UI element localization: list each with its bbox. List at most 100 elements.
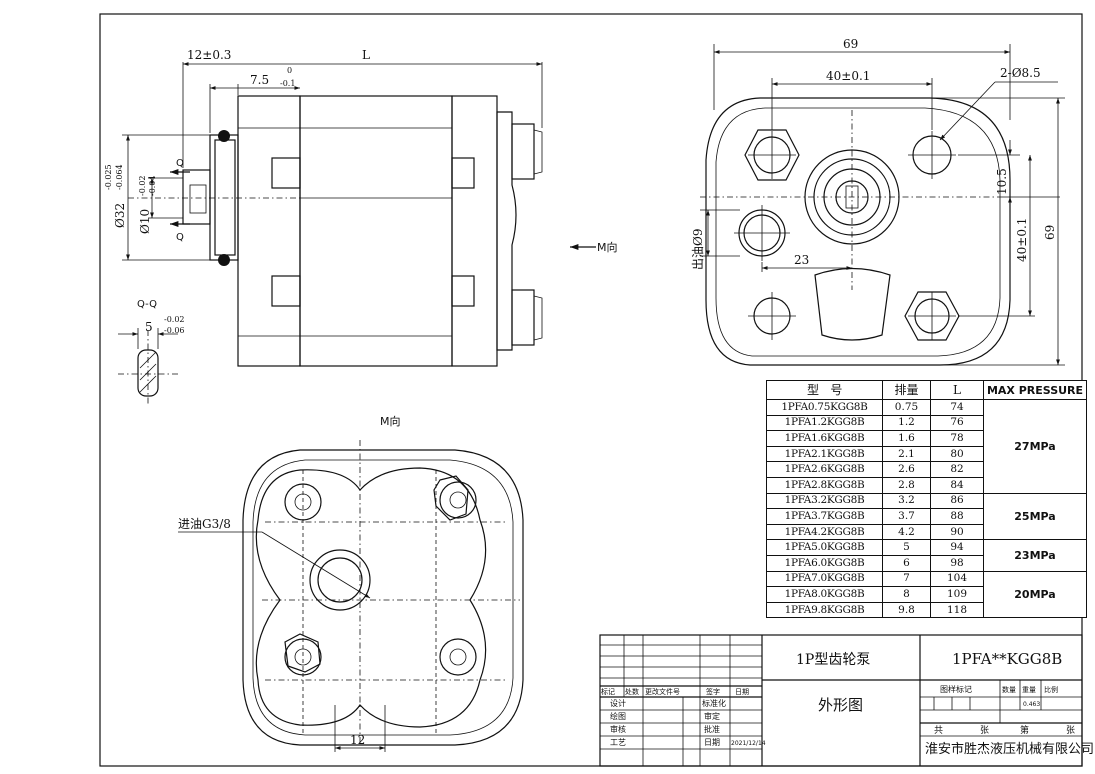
tb-date-value: 2021/12/14 [731, 740, 766, 747]
displacement-cell: 1.2 [882, 414, 931, 432]
length-cell: 90 [930, 523, 984, 541]
section-qq-title: Q-Q [137, 299, 157, 310]
spec-table-header: 型 号 排量 L MAX PRESSURE [766, 380, 1087, 400]
pressure-cell: 25MPa [983, 492, 1087, 541]
dim-offset-label: 10.5 [995, 168, 1009, 195]
o-ring-bottom [218, 254, 230, 266]
rev-header-sign: 签字 [706, 687, 720, 696]
rev-header-mark: 标记 [601, 687, 615, 696]
model-cell: 1PFA3.2KGG8B [766, 492, 883, 510]
displacement-cell: 0.75 [882, 399, 931, 416]
pressure-cell: 23MPa [983, 539, 1087, 572]
tb-check: 审定 [704, 711, 720, 721]
dim-bottom-label: 12 [350, 733, 365, 747]
o-ring-top [218, 130, 230, 142]
length-cell: 86 [930, 492, 984, 510]
displacement-cell: 2.8 [882, 476, 931, 494]
section-mark-top: Q [176, 158, 184, 169]
rev-header-doc: 更改文件号 [645, 687, 680, 696]
displacement-cell: 1.6 [882, 430, 931, 447]
displacement-cell: 2.6 [882, 461, 931, 478]
tb-total-label: 共 [934, 725, 943, 736]
length-cell: 98 [930, 554, 984, 572]
model-cell: 1PFA6.0KGG8B [766, 554, 883, 572]
length-cell: 78 [930, 430, 984, 447]
drawing-name: 外形图 [818, 696, 863, 714]
dim-flange-tol-lower: -0.1 [280, 79, 295, 88]
model-cell: 1PFA2.8KGG8B [766, 476, 883, 494]
pressure-cell: 27MPa [983, 399, 1087, 494]
dim-spigot-tol-lower: -0.064 [115, 164, 124, 190]
model-cell: 1PFA0.75KGG8B [766, 399, 883, 416]
length-cell: 104 [930, 570, 984, 588]
dim-L-label: L [362, 48, 370, 62]
displacement-cell: 8 [882, 586, 931, 603]
dim-shaft-tol-upper: -0.02 [138, 175, 147, 196]
front-view: 69 40±0.1 2-Ø8.5 10.5 40±0.1 69 出油Ø9 23 [691, 37, 1065, 366]
displacement-cell: 7 [882, 570, 931, 588]
header-displacement: 排量 [882, 380, 931, 400]
m-direction-label: M向 [597, 240, 618, 254]
dim-flange-label: 7.5 [250, 73, 269, 87]
length-cell: 109 [930, 586, 984, 603]
tb-qty-label: 数量 [1002, 685, 1016, 694]
dim-12-label: 12±0.3 [187, 48, 231, 62]
length-cell: 80 [930, 445, 984, 463]
inlet-label: 进油G3/8 [178, 517, 231, 531]
section-qq: Q-Q 5 -0.02 -0.06 [118, 299, 185, 405]
displacement-cell: 2.1 [882, 445, 931, 463]
model-cell: 1PFA8.0KGG8B [766, 586, 883, 603]
dim-outlet-offset-label: 23 [794, 253, 809, 267]
displacement-cell: 4.2 [882, 523, 931, 541]
rev-header-count: 处数 [625, 687, 639, 696]
tb-date-label: 日期 [704, 738, 720, 747]
length-cell: 76 [930, 414, 984, 432]
model-cell: 1PFA2.1KGG8B [766, 445, 883, 463]
side-view: 12±0.3 L 7.5 0 -0.1 Ø32 -0.025 -0.064 Ø1… [104, 48, 618, 367]
dim-shaft-label: Ø10 [138, 209, 152, 234]
model-cell: 1PFA1.6KGG8B [766, 430, 883, 447]
displacement-cell: 9.8 [882, 601, 931, 619]
displacement-cell: 6 [882, 554, 931, 572]
dim-hole-spacing-label: 40±0.1 [826, 69, 870, 83]
rev-header-date: 日期 [735, 688, 749, 696]
header-pressure: MAX PRESSURE [983, 380, 1087, 400]
model-cell: 1PFA5.0KGG8B [766, 539, 883, 556]
model-cell: 1PFA2.6KGG8B [766, 461, 883, 478]
model-cell: 1PFA1.2KGG8B [766, 414, 883, 432]
tb-stage-label: 图样标记 [940, 684, 972, 694]
m-view: M向 进油G3/8 12 [178, 414, 524, 752]
product-name: 1P型齿轮泵 [796, 652, 870, 668]
dim-height-label: 69 [1043, 225, 1057, 240]
pressure-cell: 20MPa [983, 570, 1087, 619]
dim-holes-label: 2-Ø8.5 [1000, 66, 1041, 80]
tb-sheet-unit: 张 [980, 725, 989, 736]
model-cell: 1PFA9.8KGG8B [766, 601, 883, 619]
model-cell: 1PFA7.0KGG8B [766, 570, 883, 588]
dim-key-tol-lower: -0.06 [164, 326, 185, 335]
tb-review: 审核 [610, 724, 626, 734]
dim-spigot-tol-upper: -0.025 [104, 164, 113, 190]
tb-scale-label: 比例 [1044, 685, 1058, 694]
tb-weight-label: 重量 [1022, 686, 1036, 694]
dim-key-tol-upper: -0.02 [164, 315, 185, 324]
header-length: L [930, 380, 984, 400]
tb-standardize: 标准化 [702, 698, 726, 708]
tb-process: 工艺 [610, 738, 626, 747]
product-model: 1PFA**KGG8B [952, 650, 1062, 668]
length-cell: 118 [930, 601, 984, 619]
tb-approve: 批准 [704, 724, 720, 734]
tb-sheet-label: 第 [1020, 724, 1029, 736]
length-cell: 74 [930, 399, 984, 416]
